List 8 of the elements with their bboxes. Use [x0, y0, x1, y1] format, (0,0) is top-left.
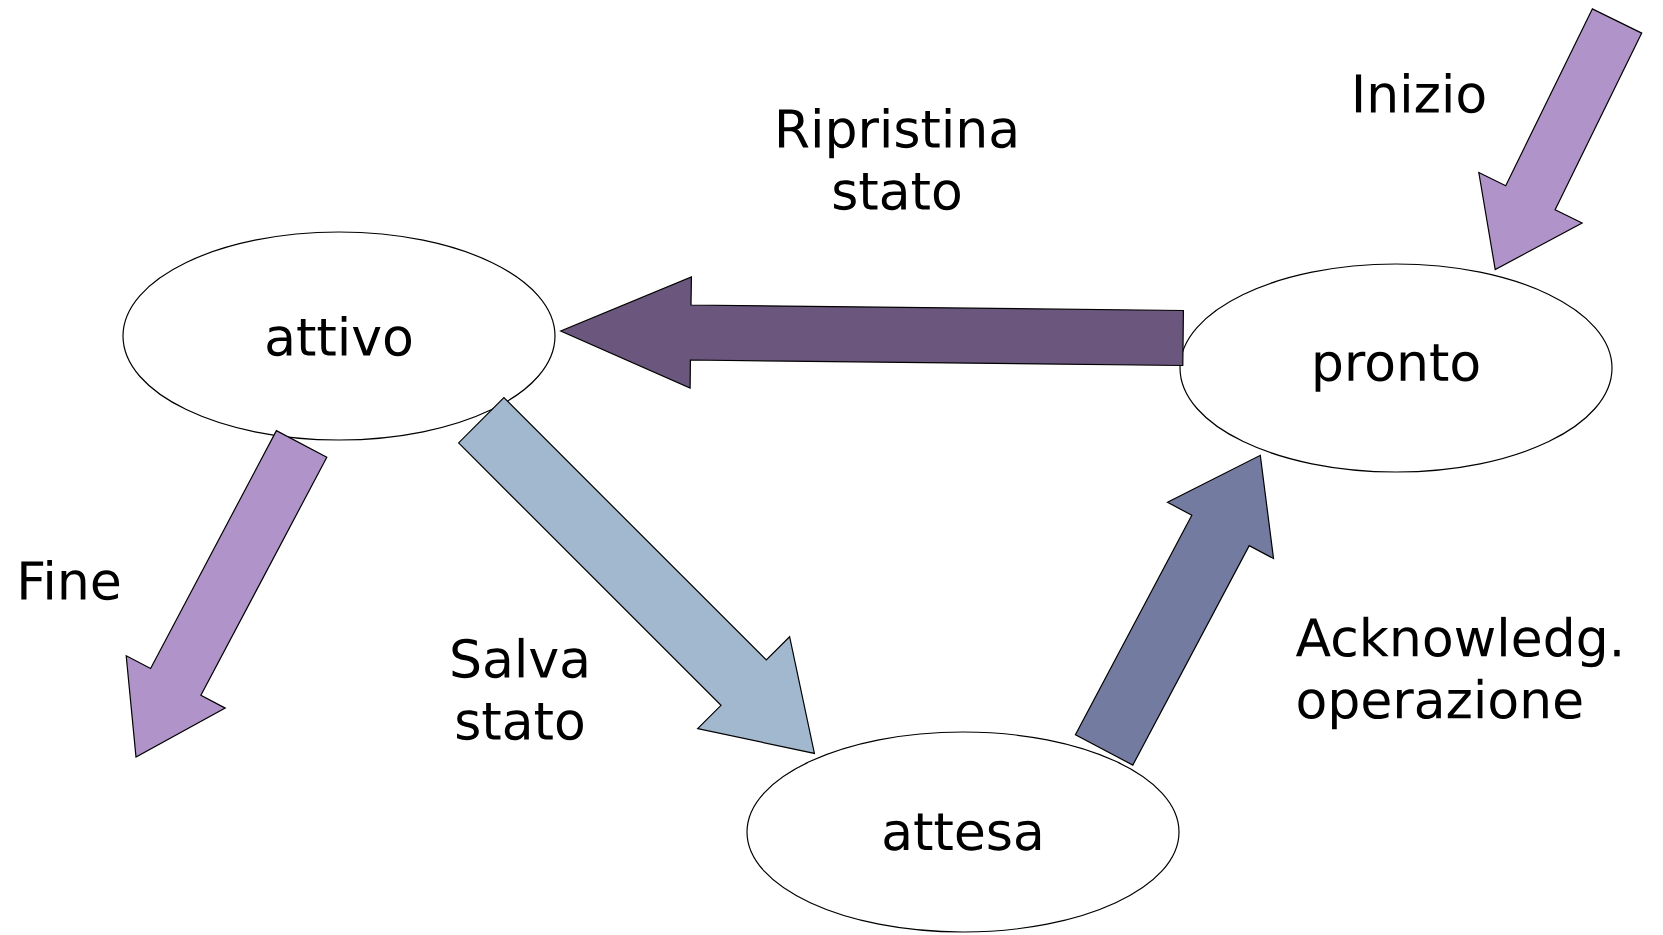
edge-label: Acknowledg. operazione — [1295, 616, 1620, 730]
block-arrow — [1478, 8, 1643, 271]
edge-label: Inizio — [1355, 72, 1485, 114]
block-arrow — [559, 276, 1184, 389]
edge-label: Salva stato — [452, 637, 587, 741]
edge-label: Ripristina stato — [779, 107, 1016, 211]
block-arrow — [1074, 454, 1275, 766]
edge-label: Fine — [21, 559, 120, 601]
